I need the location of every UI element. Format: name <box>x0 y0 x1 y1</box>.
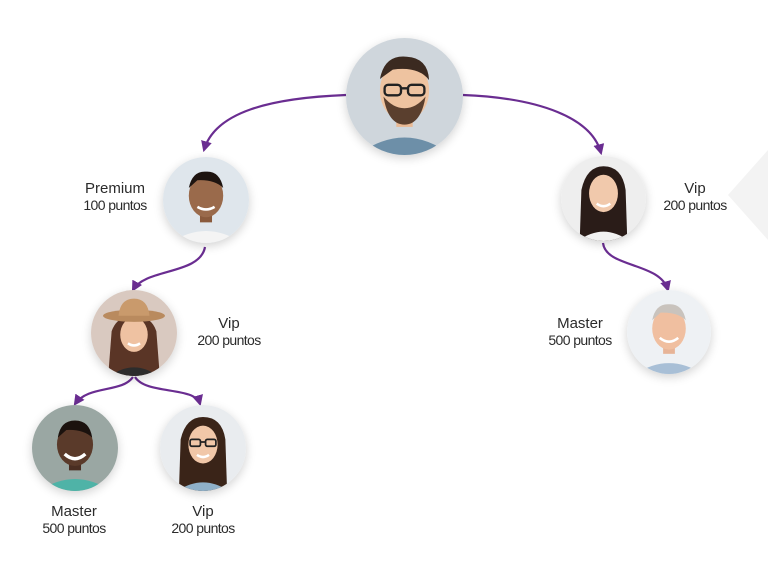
connector-vip-mid-to-vip-bottom <box>134 376 203 407</box>
vip-right-label: Vip 200 puntos <box>656 180 734 213</box>
root-user-avatar <box>346 38 463 155</box>
master-bottom-user-avatar <box>32 405 118 491</box>
vip-bottom-label: Vip 200 puntos <box>163 503 243 536</box>
tier-points: 500 puntos <box>42 520 106 537</box>
premium-label: Premium 100 puntos <box>78 180 152 213</box>
connector-vip-mid-to-master <box>73 376 134 406</box>
connector-premium-to-vip-mid <box>131 246 207 292</box>
tier-name: Master <box>51 503 97 520</box>
tier-points: 200 puntos <box>663 197 727 214</box>
premium-user-avatar <box>163 157 249 243</box>
tier-points: 100 puntos <box>83 197 147 214</box>
tier-name: Vip <box>192 503 214 520</box>
tier-points: 200 puntos <box>197 332 261 349</box>
connector-root-to-vip-right <box>462 93 605 156</box>
chevron-right-icon <box>728 150 768 240</box>
tier-points: 500 puntos <box>548 332 612 349</box>
tier-name: Vip <box>684 180 706 197</box>
vip-mid-user-avatar <box>91 290 177 376</box>
master-right-user-avatar <box>627 290 711 374</box>
master-bottom-label: Master 500 puntos <box>34 503 114 536</box>
tier-points: 200 puntos <box>171 520 235 537</box>
vip-mid-label: Vip 200 puntos <box>190 315 268 348</box>
connector-vip-right-to-master <box>601 242 671 293</box>
vip-right-user-avatar <box>561 156 646 241</box>
tier-name: Master <box>557 315 603 332</box>
tier-name: Premium <box>84 180 145 197</box>
vip-bottom-user-avatar <box>160 405 246 491</box>
connector-root-to-premium <box>201 93 347 153</box>
tier-name: Vip <box>218 315 240 332</box>
master-right-label: Master 500 puntos <box>540 315 620 348</box>
